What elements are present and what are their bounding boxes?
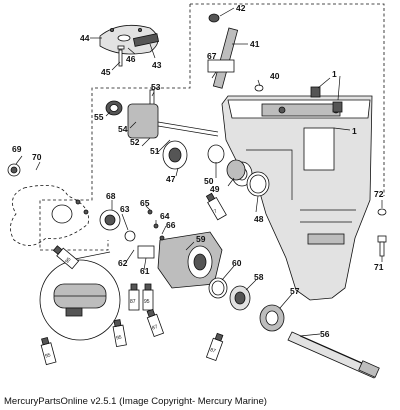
- sealant-tube: 87: [146, 308, 165, 338]
- callout-44: 43: [152, 60, 162, 70]
- bearing-carrier-group: [99, 209, 223, 289]
- callout-71: 70: [32, 152, 42, 162]
- callout-46: 45: [101, 67, 111, 77]
- pinion-group: [105, 89, 246, 181]
- callout-56: 55: [94, 112, 104, 122]
- svg-text:95: 95: [44, 352, 51, 359]
- svg-text:95: 95: [144, 299, 150, 305]
- callout-73: 72: [374, 189, 384, 199]
- callout-55: 54: [118, 124, 128, 134]
- svg-text:95: 95: [64, 256, 72, 264]
- water-tube-group: [207, 13, 264, 92]
- svg-text:87: 87: [151, 324, 158, 332]
- callout-66: 65: [140, 198, 150, 208]
- callout-labels: 44 46 43 45 42 41 67 40 1 1 53 55 54 52 …: [12, 3, 384, 339]
- group-frame: [39, 3, 385, 251]
- callout-61: 60: [232, 258, 242, 268]
- callout-68: 67: [207, 51, 217, 61]
- callout-69: 68: [106, 191, 116, 201]
- sealant-tube: 95: [142, 283, 154, 311]
- sealant-tube: 95: [52, 245, 80, 270]
- leader-lines: [15, 7, 383, 337]
- callout-53: 52: [130, 137, 140, 147]
- callout-43: 42: [236, 3, 246, 13]
- callout-58: 57: [290, 286, 300, 296]
- svg-text:87: 87: [130, 299, 136, 305]
- callout-48: 47: [166, 174, 176, 184]
- svg-text:95: 95: [116, 335, 123, 342]
- callout-70: 69: [12, 144, 22, 154]
- callout-62: 61: [140, 266, 150, 276]
- callout-64: 63: [120, 204, 130, 214]
- callout-51: 50: [204, 176, 214, 186]
- detail-inset: [39, 251, 121, 341]
- sealant-tube: 87: [205, 332, 224, 362]
- callout-52: 51: [150, 146, 160, 156]
- callout-42: 41: [250, 39, 260, 49]
- sealant-tube: 95: [112, 319, 127, 348]
- callout-50: 49: [210, 184, 220, 194]
- callout-72: 71: [374, 262, 384, 272]
- sealant-tube: 87: [128, 283, 140, 311]
- sealant-tube: 7: [205, 192, 227, 221]
- callout-45: 44: [80, 33, 90, 43]
- callout-63: 62: [118, 258, 128, 268]
- copyright-footer: MercuryPartsOnline v2.5.1 (Image Copyrig…: [4, 396, 267, 407]
- callout-60: 59: [196, 234, 206, 244]
- sealant-tube: 95: [40, 336, 57, 366]
- water-pump-group: [99, 24, 160, 67]
- callout-49: 48: [254, 214, 264, 224]
- callout-41: 40: [270, 71, 280, 81]
- callout-47: 46: [126, 54, 136, 64]
- callout-54: 53: [151, 82, 161, 92]
- callout-67: 66: [166, 220, 176, 230]
- driveshaft-bearing-group: [208, 277, 285, 332]
- gearcase-housing: [221, 86, 373, 301]
- callout-65: 64: [160, 211, 170, 221]
- callout-40: 1: [332, 69, 337, 79]
- svg-text:7: 7: [213, 208, 219, 215]
- driveshaft: [287, 331, 380, 379]
- svg-text:87: 87: [209, 347, 216, 355]
- callout-57: 56: [320, 329, 330, 339]
- propeller-group: [7, 163, 89, 246]
- callout-59: 58: [254, 272, 264, 282]
- callout-1: 1: [352, 126, 357, 136]
- anode-bolt: [377, 208, 387, 257]
